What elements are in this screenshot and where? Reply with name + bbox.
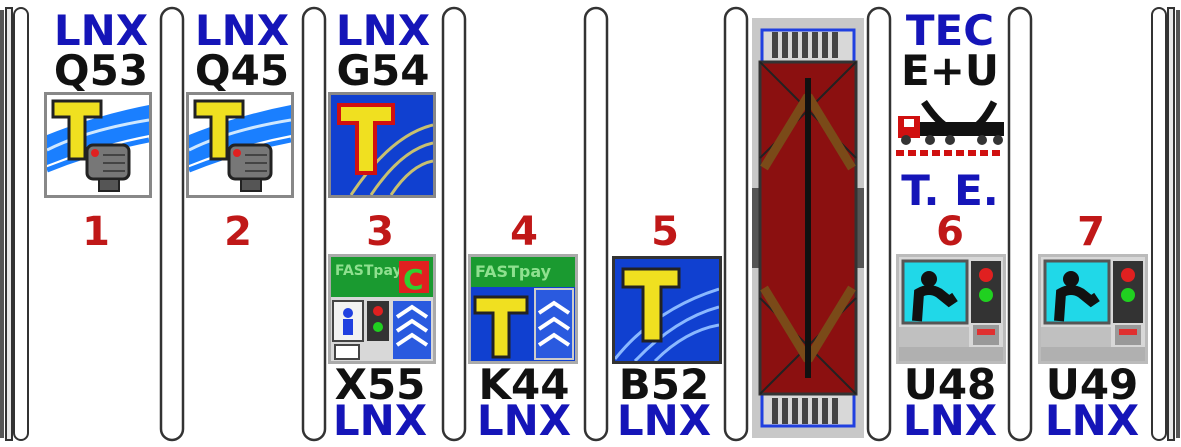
fastpay-label: FASTpay: [475, 262, 552, 281]
left-edge-bar: [0, 8, 28, 440]
lane-2-number: 2: [186, 212, 290, 252]
lane-divider: [1009, 8, 1031, 440]
lane-4-number: 4: [470, 212, 578, 252]
lane-divider: [868, 8, 890, 440]
lane-1-top-code: Q53: [46, 50, 156, 92]
lane-3-bottom-operator: LNX: [328, 400, 432, 442]
tolltag-icon[interactable]: [328, 92, 436, 198]
reversible-lane-icon[interactable]: [752, 18, 864, 438]
lane-1-number: 1: [46, 212, 146, 252]
lane-divider: [585, 8, 607, 440]
lane-7-bottom-operator: LNX: [1036, 400, 1148, 442]
lane-6-number: 6: [894, 212, 1006, 252]
lane-3-number: 3: [328, 212, 432, 252]
lane-3-top-code: G54: [328, 50, 438, 92]
attended-booth-icon[interactable]: [1038, 254, 1148, 364]
tolltag-icon[interactable]: [612, 256, 722, 364]
lane-2-top-code: Q45: [186, 50, 298, 92]
lane-7-number: 7: [1036, 212, 1146, 252]
lane-divider: [161, 8, 183, 440]
attended-booth-icon[interactable]: [896, 254, 1006, 364]
lane-divider: [303, 8, 325, 440]
lane-5-bottom-operator: LNX: [610, 400, 718, 442]
truck-weigh-icon[interactable]: [894, 92, 1006, 164]
lane-divider: [443, 8, 465, 440]
lane-4-bottom-operator: LNX: [470, 400, 578, 442]
lane-6-top-code: E+U: [894, 50, 1006, 92]
lane-divider: [725, 8, 747, 440]
fastpay-tolltag-icon[interactable]: FASTpay: [468, 254, 578, 364]
tolltag-camera-icon[interactable]: [186, 92, 294, 198]
lane-5-number: 5: [610, 212, 720, 252]
tolltag-camera-icon[interactable]: [44, 92, 152, 198]
fastpay-c-letter: C: [403, 263, 424, 296]
lane-6-bottom-operator: LNX: [894, 400, 1006, 442]
right-edge-bar: [1152, 8, 1180, 440]
fastpay-label: FASTpay: [335, 263, 402, 279]
fastpay-cash-icon[interactable]: FASTpay C: [328, 254, 436, 364]
lane-6-top-sub: T. E.: [894, 170, 1006, 212]
